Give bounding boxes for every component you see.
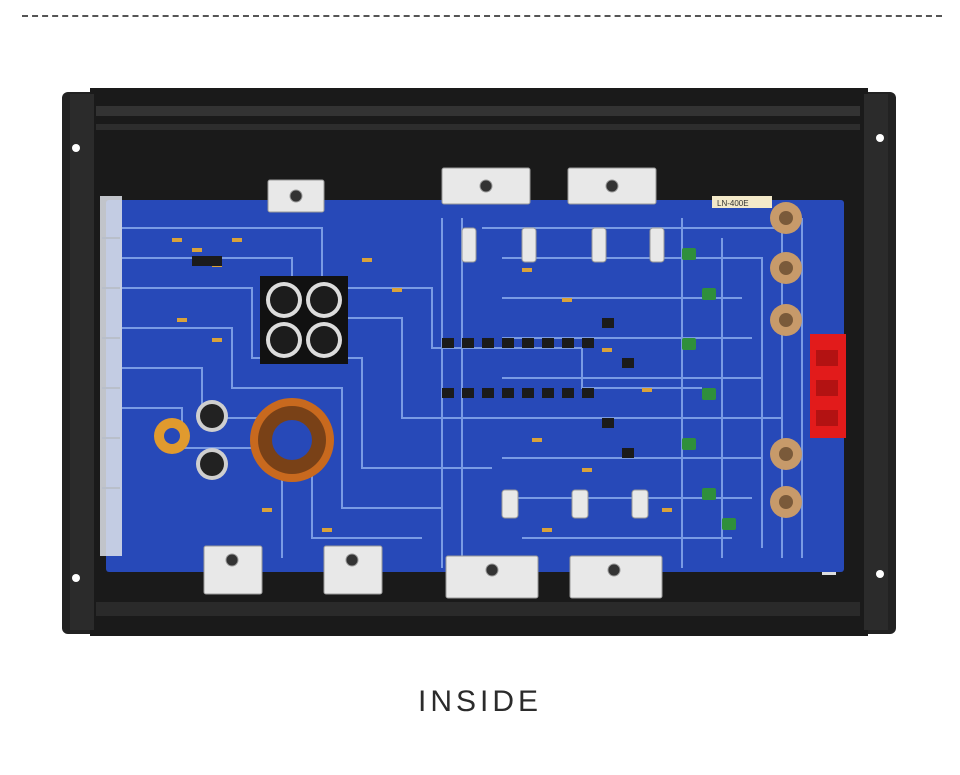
rca-input-block: [810, 334, 846, 438]
filter-capacitors: [196, 276, 348, 480]
gain-controls: [770, 202, 802, 518]
board-silkscreen: LN-400E: [717, 199, 749, 208]
mount-hole-icon: [876, 570, 884, 578]
amplifier-inside-photo: LN-400E: [62, 88, 896, 636]
ic-chip: [192, 256, 222, 266]
power-terminal-block: [100, 196, 122, 556]
toroid-inductors: [154, 398, 334, 482]
top-dashed-divider: [22, 15, 942, 17]
section-caption: INSIDE: [417, 685, 543, 718]
mount-hole-icon: [72, 144, 80, 152]
output-transistors: [203, 167, 665, 599]
mount-hole-icon: [876, 134, 884, 142]
mount-hole-icon: [72, 574, 80, 582]
